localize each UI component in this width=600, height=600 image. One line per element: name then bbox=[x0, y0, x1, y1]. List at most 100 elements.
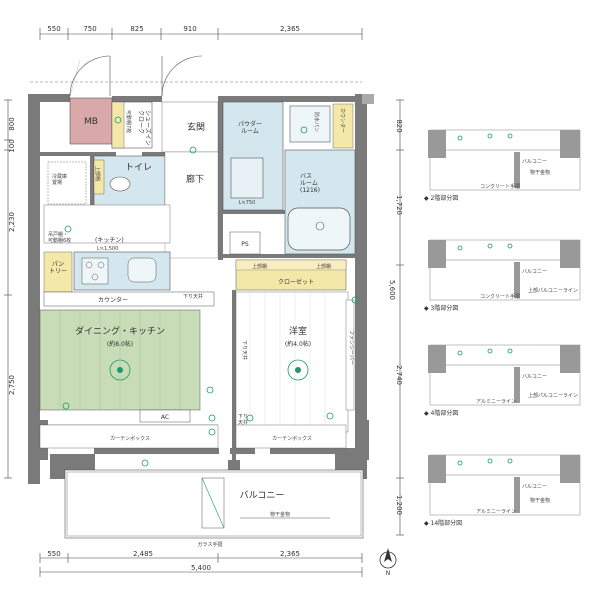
closet-label: クローゼット bbox=[278, 278, 314, 286]
thumbnail-3f: バルコニー コンクリート手摺 上部パルコニーライン ◆ 3階部分図 bbox=[424, 239, 581, 312]
dim-right-1: 820 bbox=[395, 119, 403, 132]
dim-top-2: 750 bbox=[83, 25, 96, 33]
kitchen-length: L≒1,500 bbox=[97, 246, 118, 252]
shoes-shelf bbox=[111, 101, 125, 149]
north-arrow-icon: N bbox=[379, 548, 397, 577]
sagari-3: 下り天井 bbox=[238, 414, 248, 426]
rouka-label: 廊下 bbox=[186, 173, 204, 185]
dim-right-5: 1,200 bbox=[395, 495, 403, 515]
genkan-label: 玄関 bbox=[187, 121, 205, 133]
powder-label: パウダールーム bbox=[238, 120, 262, 135]
western-floor-lines bbox=[249, 292, 326, 432]
thumb4-caption: ◆ 4階部分図 bbox=[424, 409, 458, 417]
shoes-note: 可動棚7枚 bbox=[125, 110, 132, 133]
curtain-box-2: カーテンボックス bbox=[272, 435, 312, 442]
thumbnail-2f: バルコニー コンクリート手摺 物干金物 ◆ 2階部分図 bbox=[424, 129, 581, 202]
thumb14-foot: アルミニーライン bbox=[476, 509, 516, 515]
dim-left-1: 800 bbox=[8, 117, 16, 130]
mb-space bbox=[69, 97, 113, 145]
ac-unit bbox=[139, 409, 191, 423]
left-dimension-line: 800 100 2,230 2,750 bbox=[4, 99, 16, 479]
thumb2-caption: ◆ 2階部分図 bbox=[424, 194, 458, 202]
dim-right-2: 1,720 bbox=[395, 195, 403, 215]
dim-bottom-3: 2,365 bbox=[280, 550, 300, 558]
thumb2-balcony: バルコニー bbox=[522, 159, 547, 165]
shelf-note: 吊戸棚・可動棚6枚 bbox=[48, 231, 71, 244]
dining-label: ダイニング・キッチン bbox=[75, 325, 165, 337]
thumb3-balcony: バルコニー bbox=[522, 269, 547, 275]
column bbox=[362, 94, 374, 104]
curtain-box-1: カーテンボックス bbox=[110, 435, 150, 442]
youshitsu-size: (約4.0帖) bbox=[285, 340, 311, 348]
kitchen-label: (キッチン) bbox=[95, 237, 124, 244]
stove-icon bbox=[81, 257, 109, 285]
bath-label: バスルーム(1216) bbox=[300, 173, 320, 194]
refrig-label: 冷蔵庫置場 bbox=[52, 173, 67, 186]
pantry-label: パントリー bbox=[49, 261, 67, 275]
north-label: N bbox=[386, 570, 391, 577]
sink-icon bbox=[127, 257, 157, 283]
western-lower bbox=[235, 424, 347, 449]
bosui-label: 防水パン bbox=[313, 112, 320, 132]
toilet-kamitana: 上部棚 bbox=[94, 166, 101, 181]
dining-floor-lines bbox=[59, 310, 181, 410]
outlet-markers bbox=[62, 116, 359, 467]
dining-size: (約8.0帖) bbox=[107, 340, 133, 348]
shoes-label: シューズインクローク bbox=[137, 110, 152, 146]
monohoshi-label: 物干金物 bbox=[270, 511, 290, 518]
mb-label: MB bbox=[84, 117, 98, 127]
dim-left-3: 2,230 bbox=[8, 212, 16, 232]
glass-label: ガラス手摺 bbox=[198, 541, 223, 548]
toilet-shelf bbox=[93, 159, 105, 195]
dim-total: 5,400 bbox=[191, 564, 211, 572]
right-dimension-line: 820 1,720 5,600 2,740 1,200 bbox=[388, 99, 404, 536]
thumbnail-14f: バルコニー アルミニーライン 物干金物 ◆ 14階部分図 bbox=[424, 454, 581, 527]
ac-label: AC bbox=[161, 414, 169, 421]
refrigerator-space bbox=[47, 161, 87, 205]
door-swing-2 bbox=[161, 55, 203, 97]
counter-bar bbox=[43, 291, 215, 307]
door-swing-1 bbox=[69, 55, 111, 97]
ps-label: PS bbox=[241, 241, 249, 248]
washstand bbox=[230, 157, 264, 199]
kitchen-upper bbox=[43, 204, 171, 244]
thumb4-foot2: 上部パルコニーライン bbox=[528, 392, 578, 399]
dim-right-4: 2,740 bbox=[395, 365, 403, 385]
thumb3-caption: ◆ 3階部分図 bbox=[424, 304, 458, 312]
thumb2-foot: コンクリート手摺 bbox=[480, 183, 520, 190]
toilet-icon bbox=[109, 176, 131, 192]
fan-label: ファンシーバー bbox=[348, 330, 354, 365]
thumb14-caption: ◆ 14階部分図 bbox=[424, 519, 462, 527]
dim-top-1: 550 bbox=[47, 25, 60, 33]
thumb14-foot2: 物干金物 bbox=[530, 497, 550, 504]
genkan-area bbox=[161, 101, 219, 153]
dim-top-5: 2,365 bbox=[280, 25, 300, 33]
thumb3-foot2: 上部パルコニーライン bbox=[528, 287, 578, 294]
dim-top-4: 910 bbox=[183, 25, 196, 33]
thumb2-foot2: 物干金物 bbox=[530, 169, 550, 176]
kamitana-2: 上部棚 bbox=[252, 263, 267, 270]
fan-bar bbox=[345, 299, 355, 411]
western-light-icon bbox=[287, 359, 309, 381]
counter-vertical bbox=[332, 103, 354, 149]
dim-top-3: 825 bbox=[130, 25, 143, 33]
counter-label: カウンター bbox=[98, 296, 128, 304]
dim-left-2: 100 bbox=[8, 139, 16, 152]
youshitsu-label: 洋室 bbox=[289, 325, 307, 337]
dining-light-icon bbox=[109, 359, 131, 381]
thumb4-balcony: バルコニー bbox=[522, 374, 547, 380]
l750-label: L≒750 bbox=[239, 200, 256, 206]
top-dimension-line: 550 750 825 910 2,365 bbox=[39, 25, 363, 40]
walls bbox=[28, 94, 369, 484]
corridor bbox=[164, 151, 219, 259]
dining-lower bbox=[39, 424, 219, 449]
thumb14-balcony: バルコニー bbox=[522, 484, 547, 490]
toilet-label: トイレ bbox=[125, 163, 152, 173]
dim-bottom-2: 2,485 bbox=[133, 550, 153, 558]
counter-v-label: カウンター bbox=[339, 108, 346, 133]
dim-right-3: 5,600 bbox=[388, 280, 396, 300]
balcony-label: バルコニー bbox=[240, 490, 285, 501]
thumbnail-4f: バルコニー アルミニーライン 上部パルコニーライン ◆ 4階部分図 bbox=[424, 344, 581, 417]
